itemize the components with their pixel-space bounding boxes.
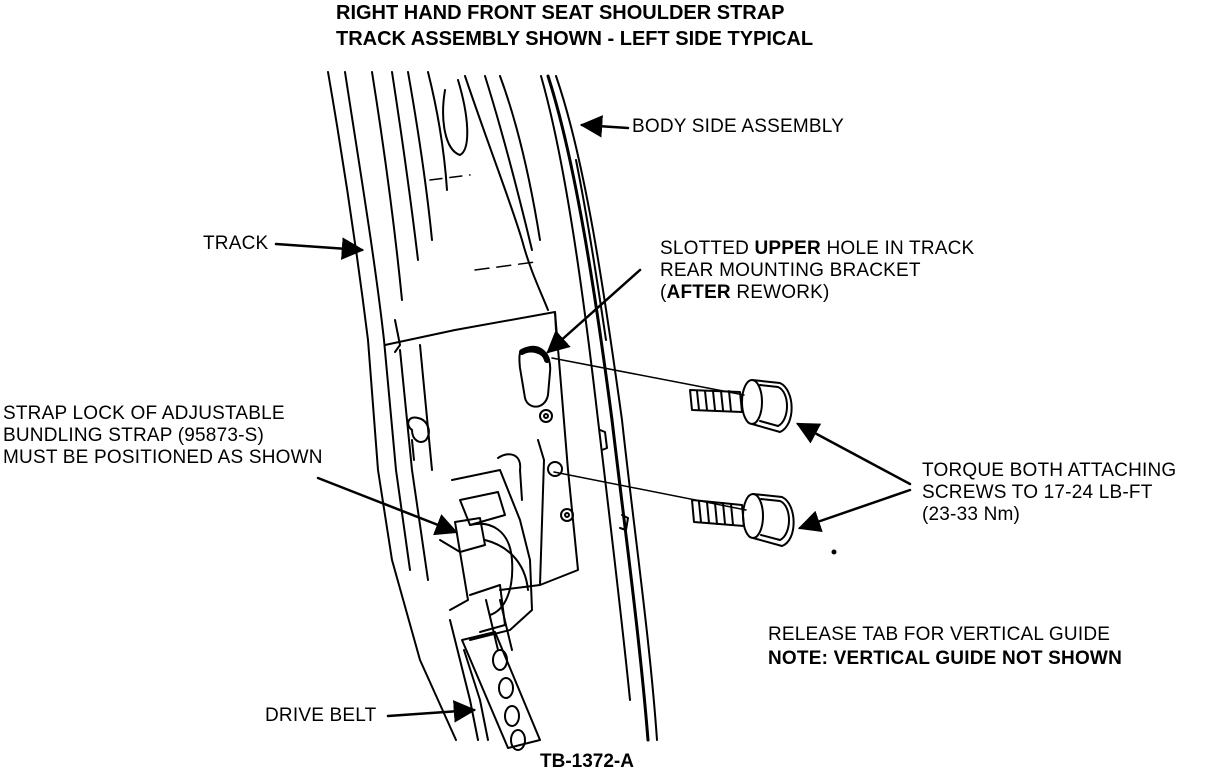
lower-attaching-screw (553, 471, 795, 547)
drive-belt-arrow (386, 700, 477, 723)
title-line-2: TRACK ASSEMBLY SHOWN - LEFT SIDE TYPICAL (336, 28, 814, 50)
slotted-hole-callout: SLOTTED UPPER HOLE IN TRACK REAR MOUNTIN… (660, 238, 974, 304)
drive-belt (449, 619, 541, 751)
upper-attaching-screw (551, 357, 793, 433)
diagram-title: RIGHT HAND FRONT SEAT SHOULDER STRAP TRA… (336, 0, 813, 52)
note-label: NOTE: VERTICAL GUIDE NOT SHOWN (768, 648, 1122, 669)
slotted-text-after: AFTER (666, 282, 731, 303)
strap-lock-callout: STRAP LOCK OF ADJUSTABLE BUNDLING STRAP … (3, 403, 323, 469)
torque-arrow-upper (796, 422, 912, 486)
strap-lock-mechanism (407, 416, 533, 651)
body-side-panel (540, 74, 658, 742)
strap-lock-line-1: STRAP LOCK OF ADJUSTABLE (3, 403, 285, 424)
slotted-text-upper: UPPER (754, 238, 821, 259)
torque-line-2: SCREWS TO 17-24 LB-FT (922, 482, 1153, 503)
body-side-arrow (579, 115, 630, 138)
rear-mounting-bracket (384, 311, 629, 591)
slotted-line-2: REAR MOUNTING BRACKET (660, 260, 921, 281)
strap-lock-line-2: BUNDLING STRAP (95873-S) (3, 425, 265, 446)
leader-arrows (274, 115, 912, 723)
title-line-1: RIGHT HAND FRONT SEAT SHOULDER STRAP (336, 2, 785, 24)
strap-lock-arrow (316, 476, 459, 536)
figure-id: TB-1372-A (540, 751, 634, 772)
slotted-text-a: SLOTTED (660, 238, 755, 259)
release-tab-label: RELEASE TAB FOR VERTICAL GUIDE (768, 624, 1111, 645)
slotted-line-1: SLOTTED UPPER HOLE IN TRACK (660, 238, 974, 260)
drive-belt-label: DRIVE BELT (265, 705, 377, 726)
slotted-line-3: (AFTER REWORK) (660, 282, 974, 304)
torque-line-1: TORQUE BOTH ATTACHING (922, 460, 1177, 481)
track-label: TRACK (203, 233, 269, 254)
torque-arrow-lower (797, 488, 912, 533)
torque-callout: TORQUE BOTH ATTACHING SCREWS TO 17-24 LB… (922, 460, 1176, 526)
track-arrow (274, 237, 365, 260)
slotted-paren: ( (660, 282, 667, 303)
strap-lock-line-3: MUST BE POSITIONED AS SHOWN (3, 447, 323, 468)
torque-line-3: (23-33 Nm) (922, 504, 1021, 525)
slotted-hole-arrow (546, 268, 642, 354)
slotted-text-c: HOLE IN TRACK (820, 238, 975, 259)
body-side-label: BODY SIDE ASSEMBLY (632, 116, 844, 137)
slotted-text-rework: REWORK) (730, 282, 830, 303)
track-rail (327, 71, 549, 741)
